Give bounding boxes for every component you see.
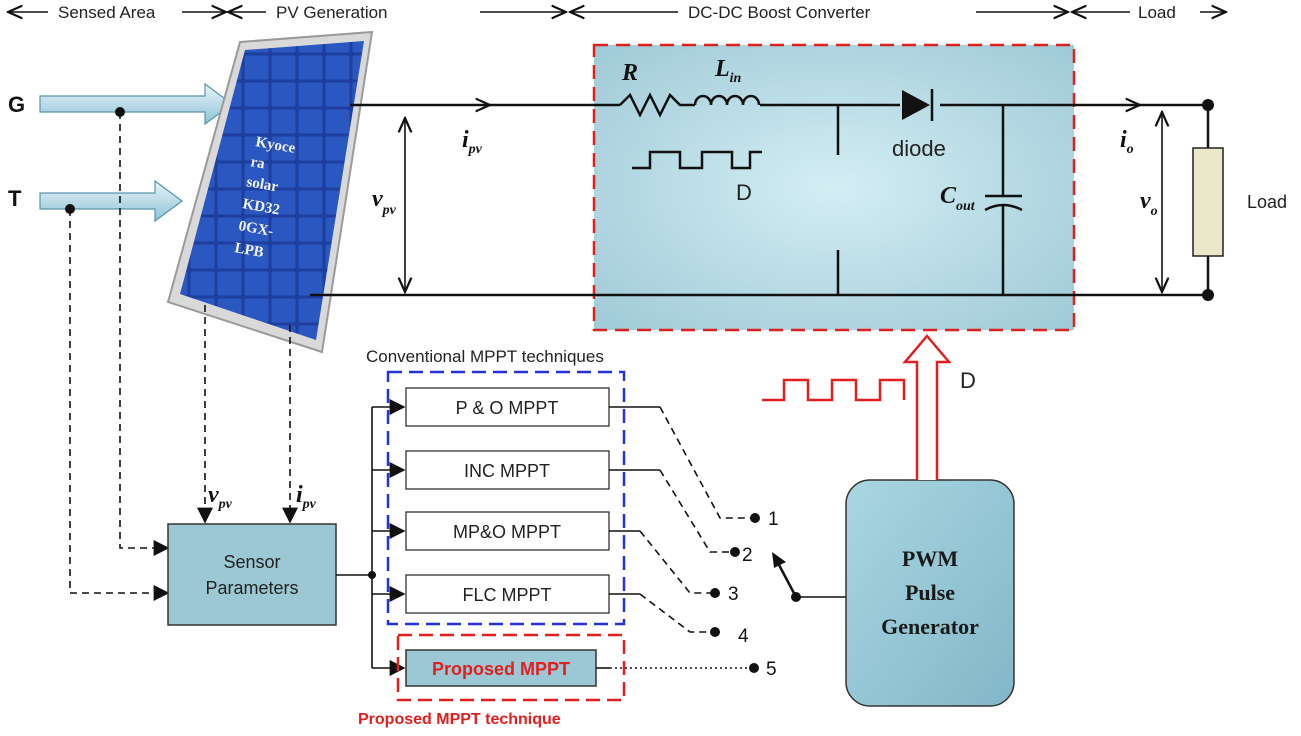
temperature-label: T [8,186,22,211]
duty-cycle-label: D [960,368,976,393]
selector-switch [772,552,846,602]
header-converter: DC-DC Boost Converter [688,3,871,22]
selector-connections [596,406,760,673]
mppt-block-proposed: Proposed MPPT [405,649,597,687]
sensor-voltage-label: vpv [208,482,233,512]
pwm-generator-block: PWM Pulse Generator [845,479,1015,707]
conventional-group-title: Conventional MPPT techniques [366,347,604,366]
svg-text:ra: ra [249,154,266,172]
sensor-current-label: ipv [296,482,317,512]
mppt-block-mpo: MP&O MPPT [405,511,610,551]
main-circuit-wires [310,99,1214,301]
svg-text:PWM: PWM [902,546,958,571]
converter-duty-label: D [736,180,752,205]
header-pv-generation: PV Generation [276,3,388,22]
switch-position-3: 3 [728,584,739,605]
boost-converter-box [592,43,1076,332]
sensor-line1: Sensor [223,552,280,572]
svg-text:Generator: Generator [881,614,979,639]
svg-text:Kyoce: Kyoce [254,134,296,157]
sense-lines [65,107,298,601]
switch-position-5: 5 [766,659,777,680]
sensor-line2: Parameters [205,578,298,598]
svg-text:INC MPPT: INC MPPT [464,461,550,481]
converter-pulse [632,150,762,170]
irradiance-arrow [39,82,234,126]
output-current-label: io [1120,127,1134,157]
inductor-symbol [693,94,761,106]
irradiance-label: G [8,92,25,117]
pv-current-label: ipv [462,127,483,157]
switch-position-1: 1 [768,509,779,530]
header-bar: Sensed Area PV Generation DC-DC Boost Co… [8,3,1226,22]
inductor-label: Lin [714,56,742,86]
mppt-block-flc: FLC MPPT [405,574,610,614]
capacitor-label: Cout [940,183,976,214]
mppt-block-po: P & O MPPT [405,387,610,427]
svg-text:P & O MPPT: P & O MPPT [456,398,559,418]
switch-position-2: 2 [742,545,753,566]
header-sensed-area: Sensed Area [58,3,156,22]
load-label: Load [1247,192,1287,212]
mppt-block-inc: INC MPPT [405,450,610,490]
svg-text:LPB: LPB [233,240,265,261]
diode-label: diode [892,136,946,161]
duty-cycle-pulse [762,378,906,402]
temperature-arrow [39,179,184,223]
svg-text:0GX-: 0GX- [237,218,274,240]
mppt-bus [336,399,406,676]
header-load: Load [1138,3,1176,22]
svg-text:solar: solar [245,174,279,195]
resistor-symbol [619,92,695,118]
diode-symbol [902,90,930,120]
solar-panel: Kyoce ra solar KD32 0GX- LPB [166,30,374,354]
output-voltage-label: vo [1140,188,1158,219]
capacitor-symbol [984,105,1023,295]
load-resistor [1192,147,1224,257]
svg-text:KD32: KD32 [241,196,281,218]
svg-text:MP&O MPPT: MP&O MPPT [453,522,561,542]
sensor-parameters-block: Sensor Parameters [167,523,337,626]
switch-position-4: 4 [738,626,749,647]
proposed-group-box [396,633,626,702]
svg-text:Proposed MPPT: Proposed MPPT [432,659,570,679]
proposed-group-title: Proposed MPPT technique [358,711,561,728]
svg-text:Pulse: Pulse [905,580,955,605]
svg-text:FLC MPPT: FLC MPPT [462,585,551,605]
pv-voltage-label: vpv [372,186,397,218]
conventional-group-box [386,370,626,626]
resistor-label: R [621,60,638,86]
duty-cycle-arrow [902,334,952,480]
panel-label: Kyoce ra solar KD32 0GX- LPB [233,134,296,261]
